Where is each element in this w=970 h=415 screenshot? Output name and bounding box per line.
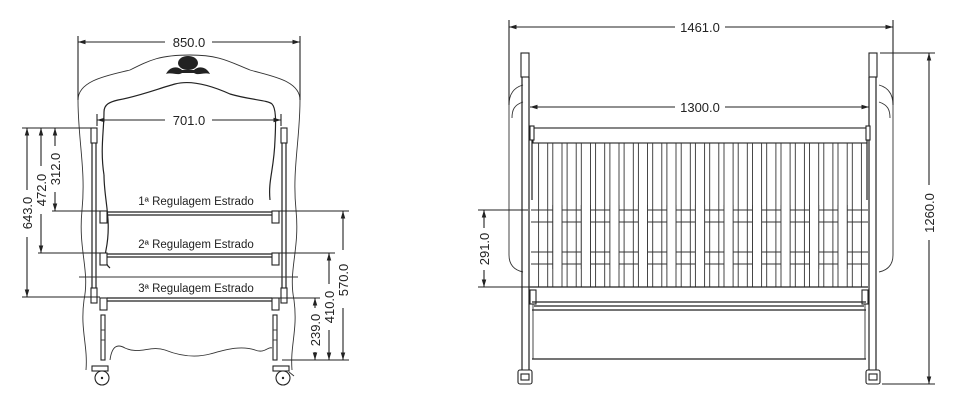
dim-1300: 1300.0: [530, 100, 869, 115]
slat-front: [552, 205, 562, 269]
headboard-outline-left: [77, 99, 87, 371]
right-side-panel-curve: [878, 84, 894, 273]
dim-850-label: 850.0: [173, 35, 206, 50]
rail-level-1: [99, 210, 280, 224]
slat-front: [724, 205, 734, 269]
crown-ornament-icon: [166, 56, 210, 75]
dim-1300-label: 1300.0: [680, 100, 720, 115]
dim-239-label: 239.0: [308, 314, 323, 347]
dim-410-label: 410.0: [322, 291, 337, 324]
front-right-caster-icon: [865, 369, 881, 385]
dim-312-label: 312.0: [48, 153, 63, 186]
dim-291: 291.0: [477, 209, 530, 288]
side-view: 850.0 701.0 643.0 472.0 312.0: [20, 35, 351, 386]
right-post-top-block: [280, 127, 288, 144]
label-level-2: 2ª Regulagem Estrado: [138, 239, 254, 251]
slat-front: [781, 205, 791, 269]
dim-410: 410.0: [322, 253, 337, 360]
dim-1461: 1461.0: [508, 20, 894, 105]
dim-570-label: 570.0: [336, 264, 351, 297]
slat-front: [809, 205, 819, 269]
dim-701-label: 701.0: [173, 113, 206, 128]
left-side-panel-curve: [508, 84, 524, 273]
dim-312: 312.0: [48, 127, 63, 211]
dim-overall-width: 850.0: [77, 35, 301, 100]
label-level-3: 3ª Regulagem Estrado: [138, 283, 254, 295]
dim-643: 643.0: [20, 127, 35, 297]
headboard-outline: [77, 54, 301, 371]
left-post-top-block: [90, 127, 98, 144]
dim-1461-label: 1461.0: [680, 20, 720, 35]
rail-level-3: [99, 297, 280, 311]
slat-front: [666, 205, 676, 269]
slat-front: [581, 205, 591, 269]
label-level-1: 1ª Regulagem Estrado: [138, 196, 254, 208]
top-rail: [532, 127, 868, 144]
slat-front: [695, 205, 705, 269]
dim-239: 239.0: [308, 298, 323, 360]
rail-level-2: [99, 252, 280, 266]
dim-643-label: 643.0: [20, 197, 35, 230]
dim-inner-width: 701.0: [96, 113, 282, 128]
left-finial: [520, 52, 530, 78]
dim-1260-label: 1260.0: [922, 193, 937, 233]
front-left-caster-icon: [517, 369, 533, 385]
headboard-inner-opening: [101, 82, 277, 201]
dim-570: 570.0: [336, 211, 351, 360]
bottom-skirt-curve: [109, 345, 273, 361]
slat-front: [609, 205, 619, 269]
right-caster-icon: [272, 365, 295, 386]
slat-front: [638, 205, 648, 269]
dim-291-label: 291.0: [477, 233, 492, 266]
right-finial: [868, 52, 878, 78]
dim-1260: 1260.0: [880, 52, 937, 385]
slat-front: [752, 205, 762, 269]
dim-472: 472.0: [34, 127, 49, 253]
left-caster-icon: [91, 365, 110, 386]
front-view: 1461.0 1300.0 1260.0 291.0: [477, 20, 937, 385]
slat-front: [838, 205, 848, 269]
dim-472-label: 472.0: [34, 174, 49, 207]
